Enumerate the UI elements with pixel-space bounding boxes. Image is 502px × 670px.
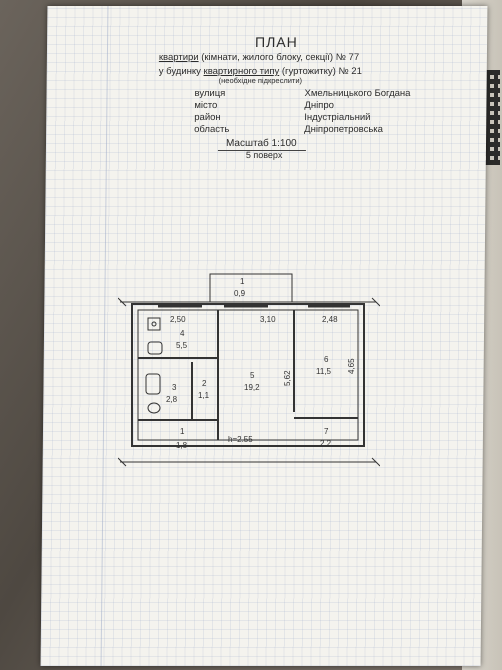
room-2-number: 2 xyxy=(202,379,207,388)
room-6-number: 6 xyxy=(324,355,329,364)
room-3-number: 3 xyxy=(172,383,177,392)
toilet xyxy=(147,402,161,414)
district-label: район xyxy=(194,112,221,123)
balcony-area: 0,9 xyxy=(234,289,246,298)
ceiling-height: h=2.55 xyxy=(228,435,253,444)
room-7-area: 2,2 xyxy=(320,439,332,448)
city-label: місто xyxy=(194,100,218,111)
district-value: Індустріальний xyxy=(304,112,371,123)
room-1-number: 1 xyxy=(180,427,185,436)
outer-wall xyxy=(131,303,365,447)
subtitle-line-apartment: квартири (кімнати, жилого блоку, секції)… xyxy=(159,52,359,63)
balcony-outline xyxy=(209,273,293,303)
room-2-area: 1,1 xyxy=(198,391,210,400)
apartment-underlined: квартири xyxy=(158,52,199,63)
dimension-tick-bottom-right xyxy=(371,457,380,467)
scale-label: Масштаб 1:100 xyxy=(225,138,297,149)
room-1-area: 1,8 xyxy=(176,441,188,450)
stove xyxy=(147,317,161,331)
balcony-number: 1 xyxy=(240,277,245,286)
room-6-area: 11,5 xyxy=(316,367,332,376)
dimension-tick-left xyxy=(118,297,127,307)
apartment-number-text: (кімнати, жилого блоку, секції) № 77 xyxy=(198,52,360,63)
stove-burner xyxy=(151,321,157,327)
outer-wall-inner xyxy=(137,309,359,441)
dimension-tick-bottom-left xyxy=(118,457,127,467)
bathtub xyxy=(145,373,161,395)
sink xyxy=(147,341,163,355)
underline-hint: (необхідне підкреслити) xyxy=(218,76,303,85)
document-title: ПЛАН xyxy=(254,34,298,50)
dim-bedroom-width: 2,48 xyxy=(322,315,338,324)
dim-bedroom-depth: 4,65 xyxy=(347,358,356,374)
room-4-number: 4 xyxy=(180,329,185,338)
dim-kitchen-width: 2,50 xyxy=(170,315,186,324)
room-5-number: 5 xyxy=(250,371,255,380)
room-7-number: 7 xyxy=(324,427,329,436)
room-3-area: 2,8 xyxy=(166,395,178,404)
region-value: Дніпропетровська xyxy=(304,124,384,135)
dim-living-depth: 5,62 xyxy=(283,370,292,386)
street-value: Хмельницького Богдана xyxy=(304,88,411,99)
floor-label: 5 поверх xyxy=(245,150,283,160)
region-label: область xyxy=(194,124,230,135)
floor-plan: 1 0,9 2,50 3,10 2,48 4 5,5 3 2,8 2 1,1 1… xyxy=(118,273,380,467)
building-prefix: у будинку xyxy=(158,66,204,77)
room-4-area: 5,5 xyxy=(176,341,188,350)
street-label: вулиця xyxy=(194,88,226,99)
city-value: Дніпро xyxy=(304,100,334,111)
room-5-area: 19,2 xyxy=(244,383,260,392)
dim-living-width: 3,10 xyxy=(260,315,276,324)
dimension-tick-right xyxy=(371,297,380,307)
